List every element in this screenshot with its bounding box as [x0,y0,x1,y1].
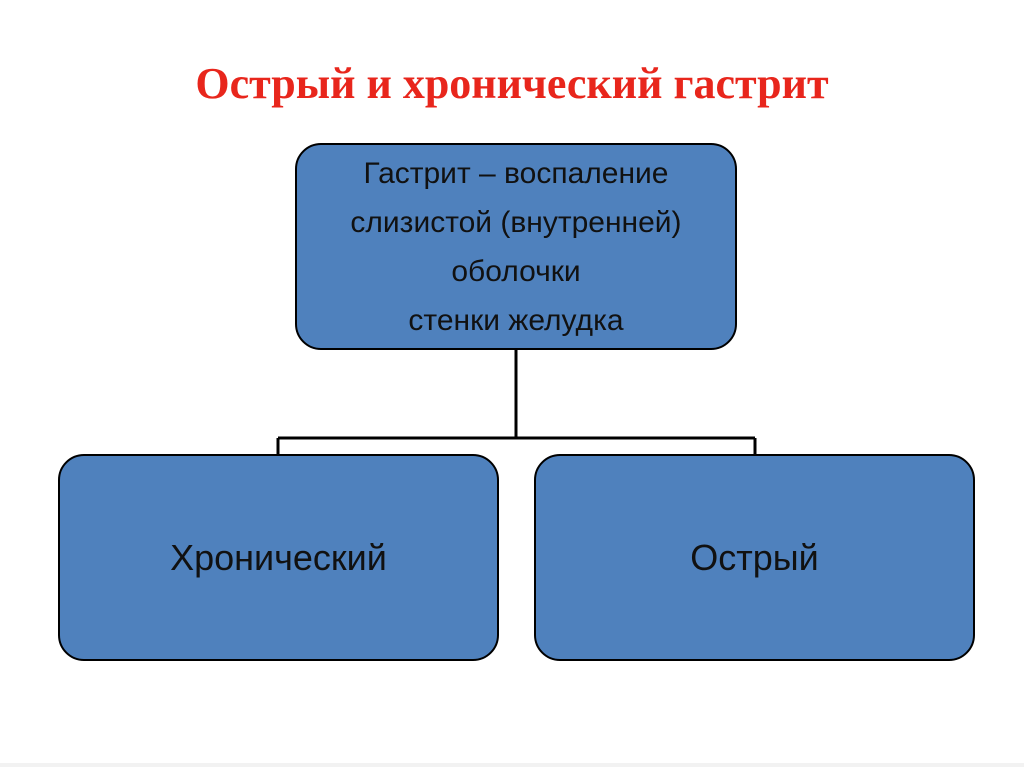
chronic-node: Хронический [58,454,499,661]
root-node: Гастрит – воспаление слизистой (внутренн… [295,143,737,350]
divider [0,763,1024,767]
acute-node: Острый [534,454,975,661]
slide-title: Острый и хронический гастрит [195,59,829,108]
